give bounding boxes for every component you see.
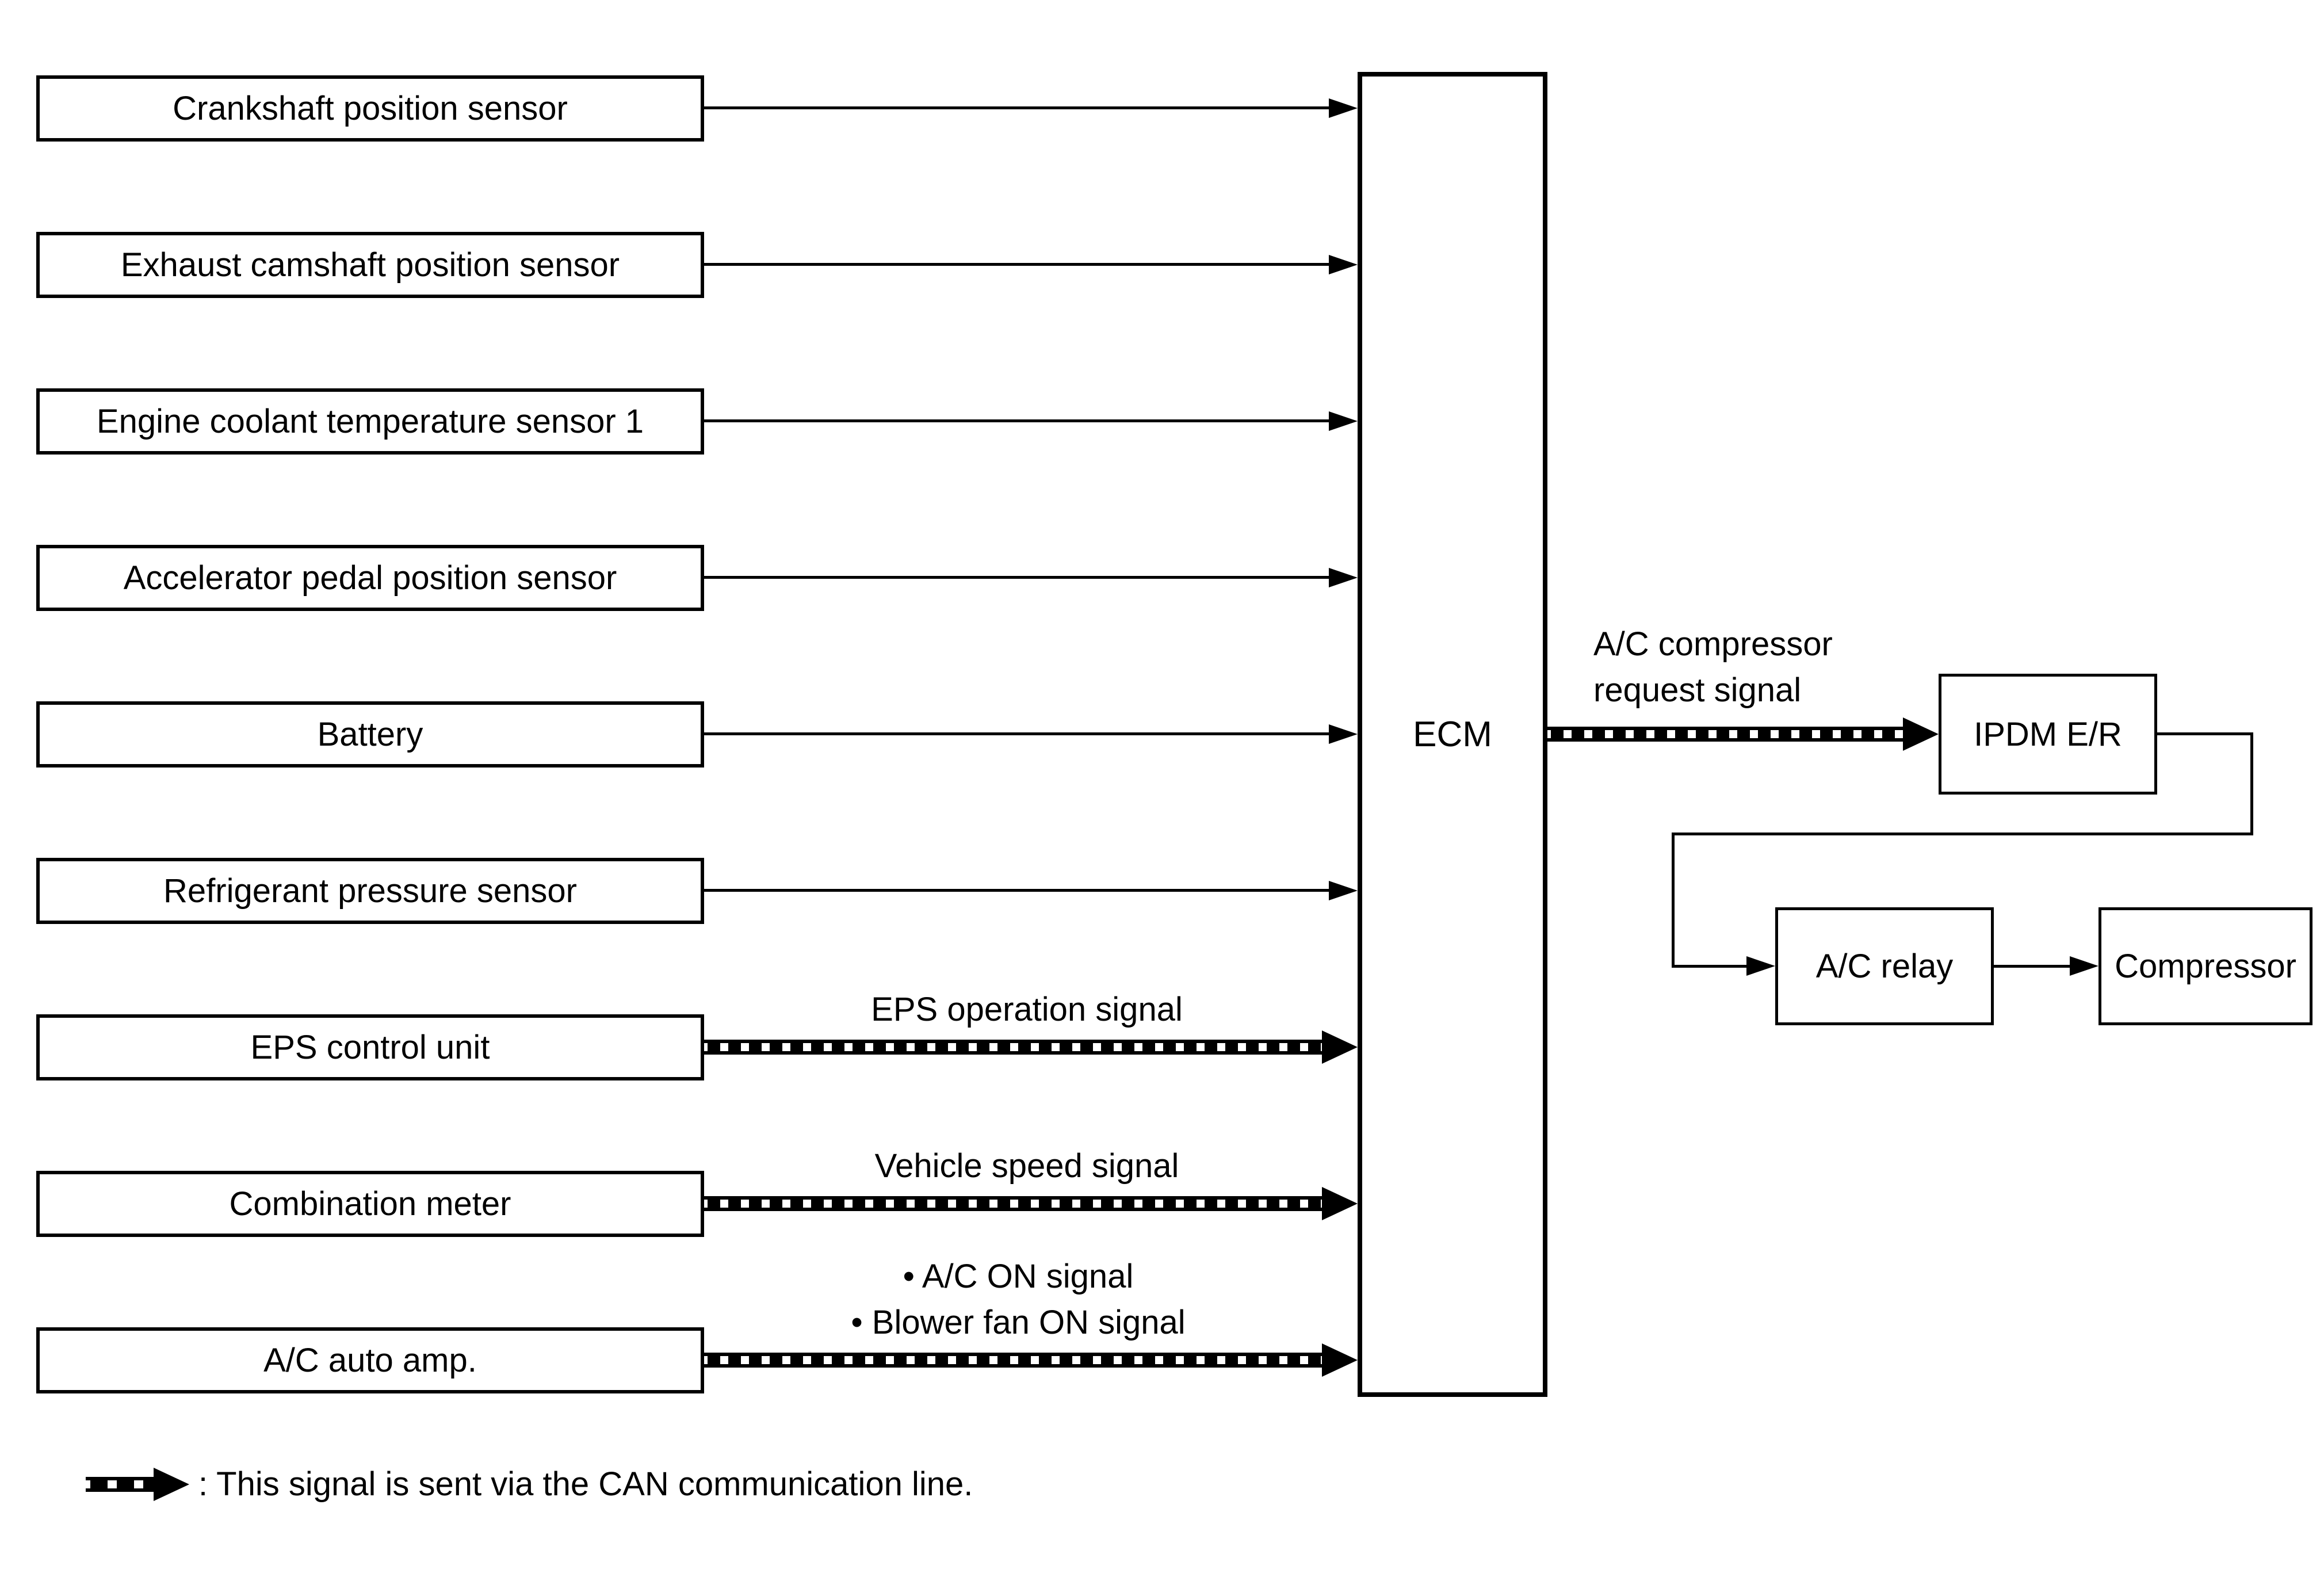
relay-arrowhead-icon (1746, 956, 1775, 976)
meter-can-arrowhead-icon (1322, 1187, 1358, 1220)
ac-request-label-line1: A/C compressor (1593, 625, 1833, 663)
box-compressor: Compressor (2099, 907, 2312, 1025)
ac-request-label-line2: request signal (1593, 671, 1802, 709)
relay-in-line-down (1672, 833, 1675, 967)
ac-amp-can-arrowhead-icon (1322, 1343, 1358, 1377)
box-accelerator-pedal-position-sensor: Accelerator pedal position sensor (36, 545, 704, 611)
ipdm-out-line-right (2157, 732, 2253, 735)
box-engine-coolant-temperature-sensor-1: Engine coolant temperature sensor 1 (36, 388, 704, 455)
box-label: EPS control unit (250, 1029, 490, 1066)
box-label: IPDM E/R (1974, 715, 2122, 753)
ecm-label: ECM (1413, 715, 1492, 754)
battery-arrow-line (704, 732, 1329, 735)
legend-can-arrow-bar (86, 1477, 154, 1492)
box-battery: Battery (36, 701, 704, 768)
compressor-arrowhead-icon (2070, 956, 2099, 976)
crankshaft-arrowhead-icon (1329, 98, 1358, 118)
coolant-temp-arrowhead-icon (1329, 411, 1358, 431)
coolant-temp-arrow-line (704, 419, 1329, 422)
box-ac-relay: A/C relay (1775, 907, 1994, 1025)
eps-operation-signal-label: EPS operation signal (871, 991, 1183, 1028)
box-ipdm-er: IPDM E/R (1939, 674, 2157, 795)
refrigerant-arrowhead-icon (1329, 881, 1358, 900)
accel-pedal-arrowhead-icon (1329, 568, 1358, 587)
ac-request-can-arrow-bar (1547, 727, 1903, 742)
box-label: Refrigerant pressure sensor (163, 872, 577, 910)
ac-amp-can-arrow-bar (704, 1353, 1322, 1368)
box-crankshaft-position-sensor: Crankshaft position sensor (36, 75, 704, 142)
blower-fan-on-signal-label: • Blower fan ON signal (851, 1304, 1186, 1341)
box-refrigerant-pressure-sensor: Refrigerant pressure sensor (36, 858, 704, 924)
box-label: A/C relay (1815, 948, 1954, 985)
box-combination-meter: Combination meter (36, 1171, 704, 1237)
legend-text: : This signal is sent via the CAN commun… (198, 1465, 973, 1503)
crankshaft-arrow-line (704, 106, 1329, 109)
box-label: Battery (317, 716, 423, 753)
box-exhaust-camshaft-position-sensor: Exhaust camshaft position sensor (36, 232, 704, 298)
box-label: Crankshaft position sensor (173, 90, 568, 127)
camshaft-arrow-line (704, 263, 1329, 266)
ipdm-out-line-down (2250, 732, 2253, 835)
eps-can-arrow-bar (704, 1040, 1322, 1055)
box-label: Compressor (2115, 948, 2296, 985)
box-label: Combination meter (229, 1185, 511, 1223)
ipdm-out-line-back (1672, 833, 2253, 835)
box-label: Engine coolant temperature sensor 1 (96, 403, 644, 440)
box-label: Exhaust camshaft position sensor (120, 246, 620, 284)
box-ecm: ECM (1358, 72, 1547, 1397)
camshaft-arrowhead-icon (1329, 255, 1358, 274)
legend-can-arrowhead-icon (154, 1468, 189, 1501)
compressor-arrow-line (1994, 965, 2070, 968)
box-ac-auto-amp: A/C auto amp. (36, 1327, 704, 1393)
battery-arrowhead-icon (1329, 724, 1358, 744)
ac-compressor-request-signal-label: A/C compressor request signal (1593, 621, 1833, 713)
relay-in-line (1672, 965, 1746, 968)
refrigerant-arrow-line (704, 889, 1329, 892)
vehicle-speed-signal-label: Vehicle speed signal (874, 1147, 1179, 1185)
box-label: Accelerator pedal position sensor (123, 559, 617, 597)
ac-request-can-arrowhead-icon (1903, 717, 1939, 751)
ac-on-signal-label: • A/C ON signal (903, 1258, 1134, 1295)
accel-pedal-arrow-line (704, 576, 1329, 579)
ac-amp-signals-label: • A/C ON signal • Blower fan ON signal (731, 1254, 1306, 1346)
eps-can-arrowhead-icon (1322, 1030, 1358, 1064)
box-label: A/C auto amp. (263, 1342, 477, 1379)
box-eps-control-unit: EPS control unit (36, 1014, 704, 1080)
meter-can-arrow-bar (704, 1196, 1322, 1211)
